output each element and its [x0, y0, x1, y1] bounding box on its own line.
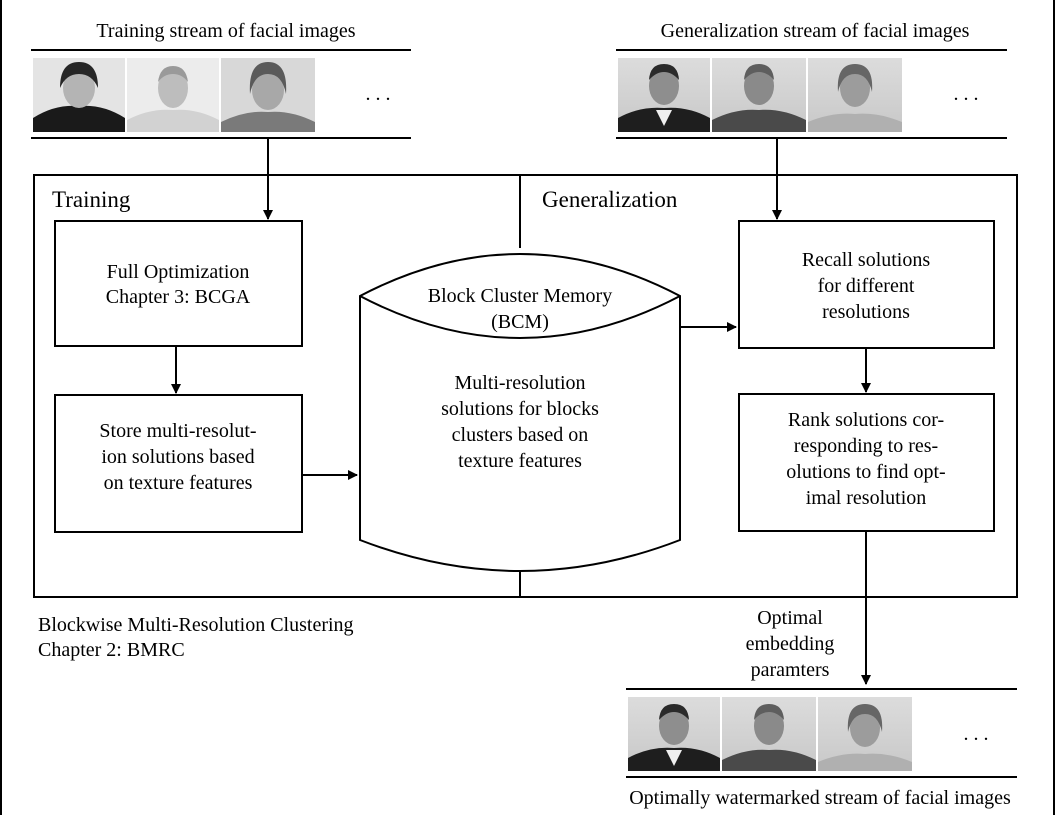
- output-face-3: [818, 697, 912, 771]
- bcm-body-line-1: Multi-resolution: [454, 372, 585, 394]
- bcm-body-line-2: solutions for blocks: [441, 398, 599, 420]
- generalization-face-3: [808, 58, 902, 132]
- bcm-body-line-4: texture features: [458, 450, 582, 472]
- bcm-cylinder: [359, 253, 681, 572]
- bcm-cylinder-rim: [359, 295, 681, 339]
- generalization-stream-label: Generalization stream of facial images: [661, 20, 970, 42]
- bcm-title-line-1: Block Cluster Memory: [428, 285, 612, 307]
- bmrc-label-line-2: Chapter 2: BMRC: [38, 639, 185, 661]
- recall-line-3: resolutions: [822, 301, 910, 323]
- bmrc-label-line-1: Blockwise Multi-Resolution Clustering: [38, 614, 354, 636]
- recall-line-1: Recall solutions: [802, 249, 931, 271]
- bcm-body-line-3: clusters based on: [452, 424, 589, 446]
- full-optimization-box: [54, 220, 303, 347]
- generalization-face-1: [618, 58, 710, 132]
- recall-solutions-box: [738, 220, 995, 349]
- store-line-2: ion solutions based: [101, 446, 254, 468]
- training-stream-label: Training stream of facial images: [96, 20, 355, 42]
- rank-line-4: imal resolution: [806, 487, 927, 509]
- training-face-3: [221, 58, 315, 132]
- rank-line-2: responding to res-: [794, 435, 938, 457]
- rank-line-1: Rank solutions cor-: [788, 409, 944, 431]
- store-line-3: on texture features: [104, 472, 253, 494]
- recall-line-2: for different: [818, 275, 915, 297]
- output-stream-label: Optimally watermarked stream of facial i…: [629, 787, 1011, 809]
- training-stream-ellipsis: . . .: [366, 83, 391, 105]
- full-optimization-line-1: Full Optimization: [107, 261, 250, 283]
- output-face-1: [628, 697, 720, 771]
- full-optimization-line-2: Chapter 3: BCGA: [106, 286, 251, 308]
- output-stream-ellipsis: . . .: [964, 723, 989, 745]
- generalization-section-title: Generalization: [542, 187, 678, 212]
- generalization-stream-ellipsis: . . .: [954, 83, 979, 105]
- output-label-line-3: paramters: [751, 659, 830, 681]
- store-line-1: Store multi-resolut-: [99, 420, 256, 442]
- store-solutions-box: [54, 394, 303, 533]
- output-face-2: [722, 697, 816, 771]
- output-label-line-1: Optimal: [757, 607, 823, 629]
- rank-solutions-box: [738, 393, 995, 532]
- bcm-title-line-2: (BCM): [491, 311, 549, 333]
- training-face-1: [33, 58, 125, 132]
- training-section-title: Training: [52, 187, 131, 212]
- output-label-line-2: embedding: [746, 633, 835, 655]
- generalization-face-2: [712, 58, 806, 132]
- training-face-2: [127, 58, 219, 132]
- rank-line-3: olutions to find opt-: [786, 461, 945, 483]
